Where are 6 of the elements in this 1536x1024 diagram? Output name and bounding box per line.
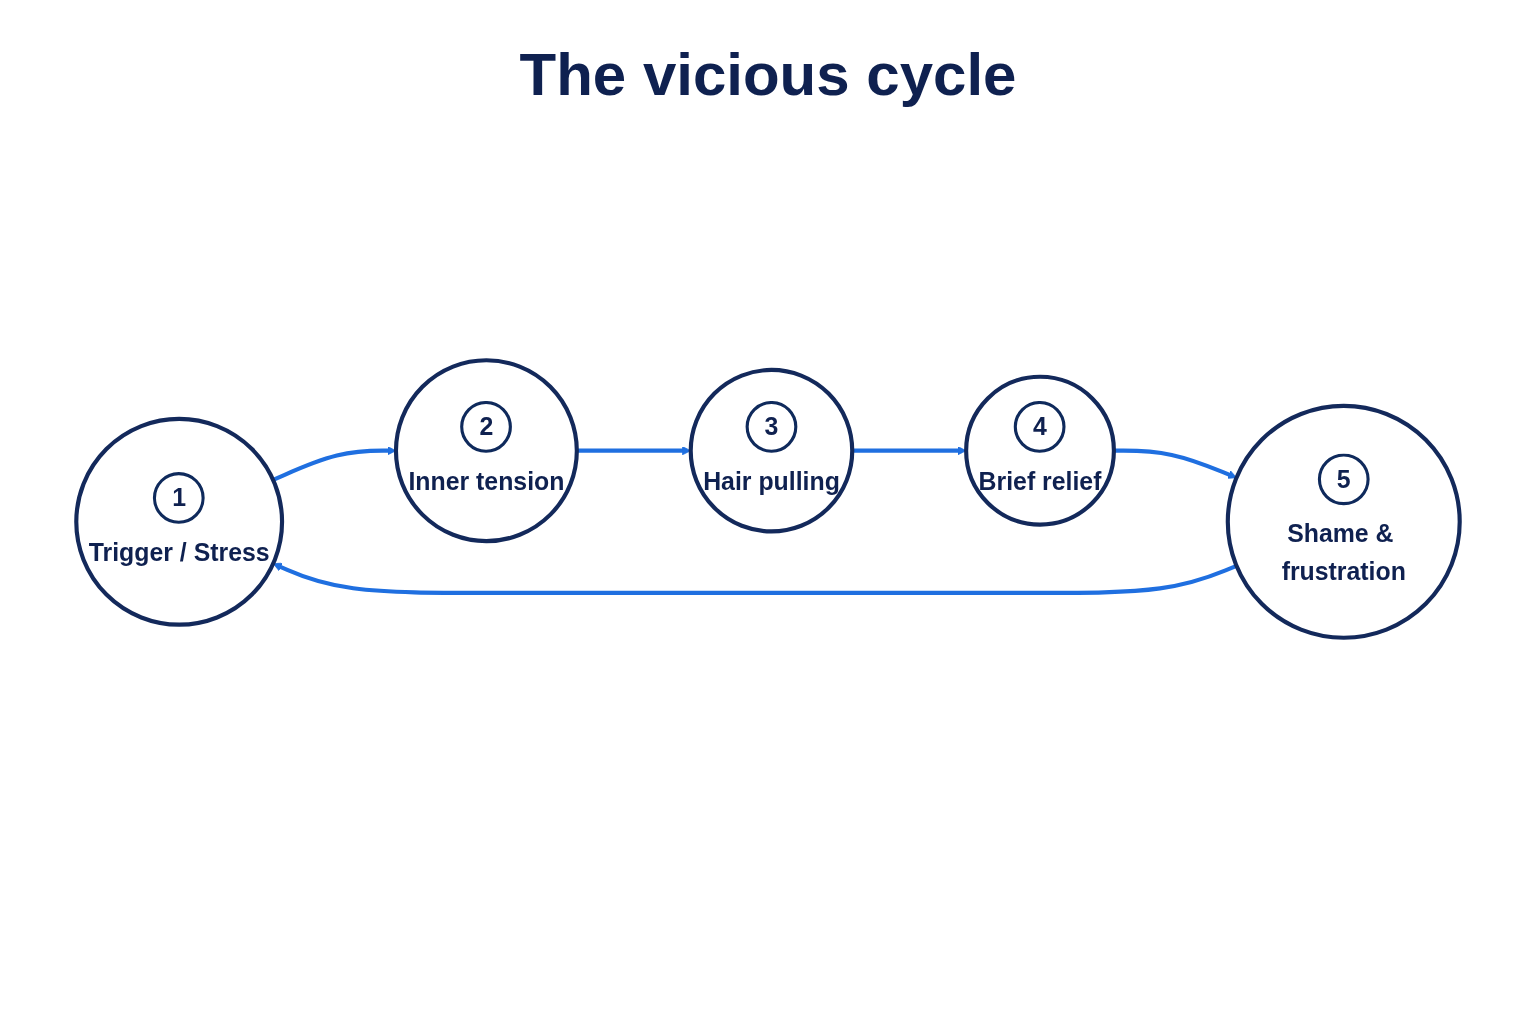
- node-circle: 1 Trigger / Stress: [74, 416, 285, 627]
- diagram-title: The vicious cycle: [519, 40, 1017, 109]
- node-circle: 2 Inner tension: [393, 358, 579, 544]
- node-circle: 4 Brief relief: [964, 374, 1116, 527]
- node-circle: 3 Hair pulling: [688, 367, 855, 534]
- node-circle: 5 Shame & frustration: [1225, 403, 1462, 640]
